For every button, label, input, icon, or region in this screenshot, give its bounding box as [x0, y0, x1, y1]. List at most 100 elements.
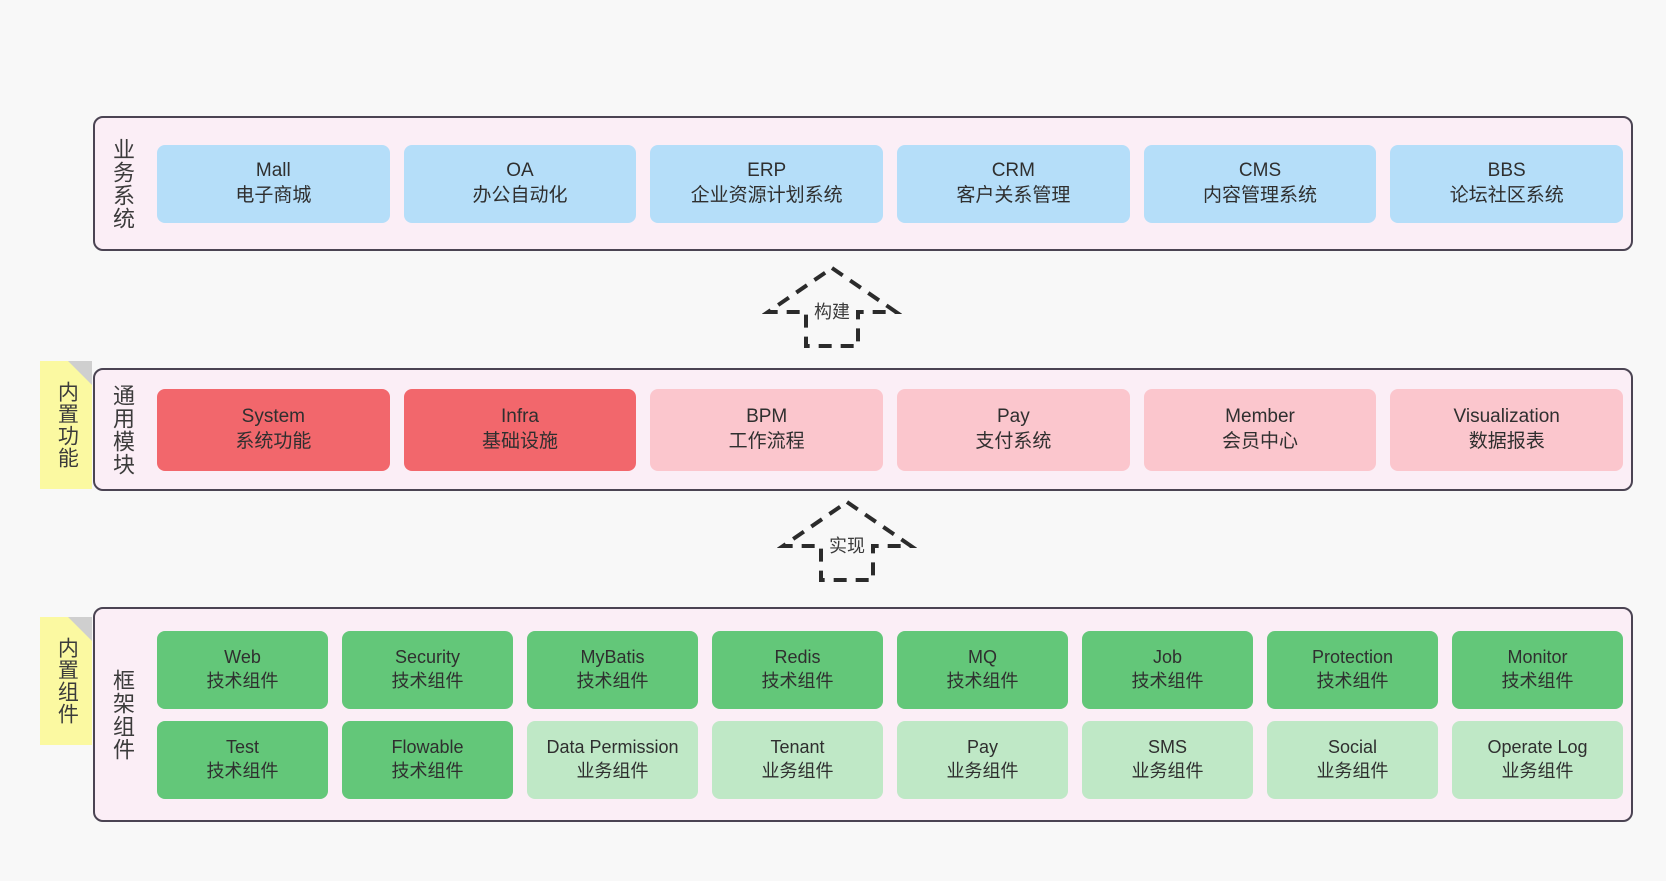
node-label-cn: 技术组件: [391, 670, 464, 691]
node-label-en: BPM: [746, 405, 788, 427]
node-label-cn: 工作流程: [728, 430, 805, 452]
node-label-cn: 技术组件: [1131, 670, 1204, 691]
node-label-cn: 办公自动化: [472, 184, 568, 206]
node-label-en: Mall: [255, 159, 291, 181]
node-label-en: MQ: [968, 647, 997, 668]
node-label-cn: 电子商城: [235, 184, 312, 206]
build-arrow-shape: [762, 265, 902, 348]
node-flowable[interactable]: Flowable 技术组件: [342, 720, 513, 799]
node-oa[interactable]: OA 办公自动化: [403, 144, 637, 223]
node-erp[interactable]: ERP 企业资源计划系统: [650, 144, 884, 223]
node-label-cn: 论坛社区系统: [1449, 184, 1564, 206]
layer-body-common-modules: System 系统功能 Infra 基础设施 BPM 工作流程 Pay 支付系统…: [149, 370, 1631, 489]
node-label-cn: 业务组件: [1316, 760, 1389, 781]
node-member[interactable]: Member 会员中心: [1143, 388, 1377, 471]
node-row: Mall 电子商城 OA 办公自动化 ERP 企业资源计划系统 CRM 客户关系…: [157, 144, 1624, 223]
node-label-en: Job: [1152, 647, 1183, 668]
node-label-en: BBS: [1487, 159, 1526, 181]
node-label-en: Data Permission: [546, 737, 679, 758]
node-test[interactable]: Test 技术组件: [157, 720, 328, 799]
node-label-en: Visualization: [1453, 405, 1560, 427]
layer-body-framework-components: Web 技术组件 Security 技术组件 MyBatis 技术组件 Redi…: [149, 609, 1631, 820]
node-label-en: Pay: [966, 737, 999, 758]
node-label-en: CRM: [991, 159, 1035, 181]
implement-arrow-shape: [777, 499, 917, 582]
node-label-en: Redis: [774, 647, 821, 668]
node-label-cn: 系统功能: [235, 430, 312, 452]
node-infra[interactable]: Infra 基础设施: [403, 388, 637, 471]
node-label-en: Test: [225, 737, 259, 758]
node-label-en: Flowable: [391, 737, 464, 758]
node-row: System 系统功能 Infra 基础设施 BPM 工作流程 Pay 支付系统…: [157, 388, 1624, 471]
sticky-label: 内置组件: [55, 637, 79, 725]
node-label-cn: 技术组件: [391, 760, 464, 781]
node-mq[interactable]: MQ 技术组件: [897, 630, 1068, 709]
node-label-en: Social: [1327, 737, 1378, 758]
node-label-en: Pay: [996, 405, 1030, 427]
node-monitor[interactable]: Monitor 技术组件: [1452, 630, 1623, 709]
node-label-en: Tenant: [770, 737, 825, 758]
connector-build: 构建: [762, 262, 902, 350]
node-label-cn: 技术组件: [1316, 670, 1389, 691]
node-row: Test 技术组件 Flowable 技术组件 Data Permission …: [157, 720, 1623, 799]
node-label-cn: 技术组件: [946, 670, 1019, 691]
node-label-en: MyBatis: [580, 647, 645, 668]
node-bbs[interactable]: BBS 论坛社区系统: [1390, 144, 1624, 223]
node-label-cn: 业务组件: [1131, 760, 1204, 781]
connector-label-implement: 实现: [826, 532, 868, 558]
sticky-label: 内置功能: [55, 381, 79, 469]
node-label-cn: 业务组件: [761, 760, 834, 781]
node-label-en: ERP: [747, 159, 787, 181]
layer-common-modules: 通用模块 System 系统功能 Infra 基础设施 BPM 工作流程 Pay…: [93, 368, 1633, 491]
node-label-en: Web: [224, 647, 261, 668]
node-protection[interactable]: Protection 技术组件: [1267, 630, 1438, 709]
node-cms[interactable]: CMS 内容管理系统: [1143, 144, 1377, 223]
layer-title-framework-components: 框架组件: [109, 668, 135, 761]
layer-title-common-modules: 通用模块: [109, 383, 135, 476]
connector-label-build: 构建: [811, 298, 853, 324]
node-data-permission[interactable]: Data Permission 业务组件: [527, 720, 698, 799]
node-label-en: CMS: [1238, 159, 1282, 181]
node-operate-log[interactable]: Operate Log 业务组件: [1452, 720, 1623, 799]
node-label-en: Member: [1225, 405, 1295, 427]
node-tenant[interactable]: Tenant 业务组件: [712, 720, 883, 799]
node-label-cn: 基础设施: [482, 430, 559, 452]
sticky-note-builtin-features: 内置功能: [40, 361, 92, 489]
node-system[interactable]: System 系统功能: [157, 388, 390, 471]
node-label-cn: 业务组件: [576, 760, 649, 781]
node-social[interactable]: Social 业务组件: [1267, 720, 1438, 799]
node-mybatis[interactable]: MyBatis 技术组件: [527, 630, 698, 709]
node-security[interactable]: Security 技术组件: [342, 630, 513, 709]
node-pay-module[interactable]: Pay 支付系统: [897, 388, 1130, 471]
node-mall[interactable]: Mall 电子商城: [157, 144, 390, 223]
node-label-cn: 技术组件: [206, 670, 279, 691]
node-bpm[interactable]: BPM 工作流程: [650, 388, 884, 471]
layer-framework-components: 框架组件 Web 技术组件 Security 技术组件 MyBatis 技术组件…: [93, 607, 1633, 822]
node-label-en: Security: [394, 647, 461, 668]
node-label-cn: 技术组件: [576, 670, 649, 691]
node-label-en: Protection: [1311, 647, 1394, 668]
node-web[interactable]: Web 技术组件: [157, 630, 328, 709]
node-label-cn: 支付系统: [975, 430, 1052, 452]
node-label-en: OA: [506, 159, 534, 181]
node-crm[interactable]: CRM 客户关系管理: [897, 144, 1130, 223]
node-job[interactable]: Job 技术组件: [1082, 630, 1253, 709]
node-pay-component[interactable]: Pay 业务组件: [897, 720, 1068, 799]
node-label-cn: 会员中心: [1222, 430, 1299, 452]
node-label-cn: 企业资源计划系统: [690, 184, 843, 206]
node-label-en: SMS: [1147, 737, 1187, 758]
node-sms[interactable]: SMS 业务组件: [1082, 720, 1253, 799]
node-label-cn: 技术组件: [761, 670, 834, 691]
connector-implement: 实现: [777, 496, 917, 584]
node-label-cn: 技术组件: [206, 760, 279, 781]
node-label-en: Monitor: [1507, 647, 1568, 668]
layer-body-business-systems: Mall 电子商城 OA 办公自动化 ERP 企业资源计划系统 CRM 客户关系…: [149, 118, 1631, 249]
node-label-cn: 业务组件: [946, 760, 1019, 781]
node-label-cn: 业务组件: [1501, 760, 1574, 781]
node-visualization[interactable]: Visualization 数据报表: [1390, 388, 1624, 471]
node-label-en: System: [241, 405, 306, 427]
node-label-en: Infra: [500, 405, 540, 427]
node-label-cn: 客户关系管理: [956, 184, 1071, 206]
node-redis[interactable]: Redis 技术组件: [712, 630, 883, 709]
node-label-cn: 数据报表: [1468, 430, 1545, 452]
